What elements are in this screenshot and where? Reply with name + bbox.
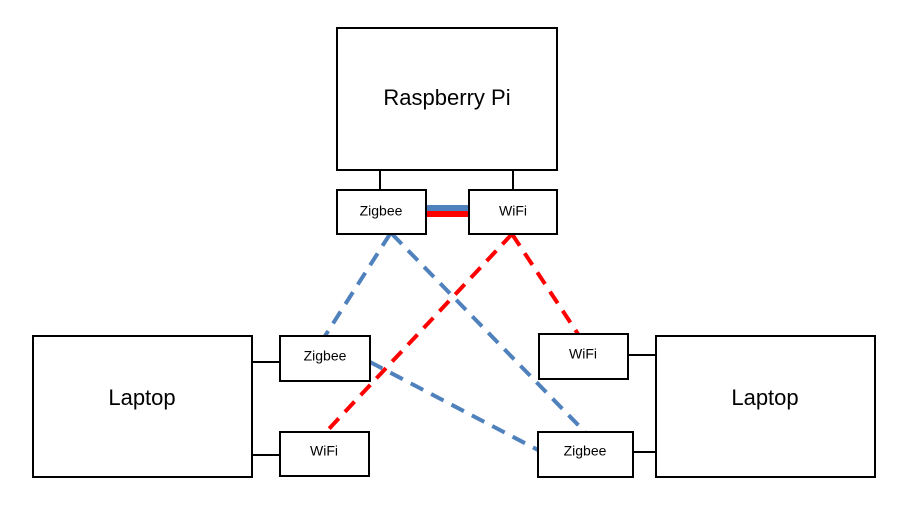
pi-wifi-label: WiFi	[499, 203, 527, 219]
right-wifi-node: WiFi	[538, 333, 629, 380]
right-zigbee-node: Zigbee	[537, 431, 634, 478]
left-zigbee-label: Zigbee	[304, 348, 347, 364]
raspberry-pi-label: Raspberry Pi	[383, 85, 510, 110]
pi-zigbee-node: Zigbee	[336, 189, 427, 235]
raspberry-pi-node: Raspberry Pi	[336, 27, 558, 171]
left-laptop-node: Laptop	[32, 335, 253, 478]
zigbee-link-left-to-right	[369, 360, 539, 452]
left-zigbee-node: Zigbee	[279, 335, 371, 382]
right-laptop-label: Laptop	[731, 385, 798, 410]
pi-radio-bridge	[426, 205, 469, 217]
device-connectors	[252, 170, 656, 456]
zigbee-link-pi-to-right	[390, 232, 587, 434]
left-wifi-label: WiFi	[310, 443, 338, 459]
pi-zigbee-label: Zigbee	[360, 203, 403, 219]
wireless-links	[323, 232, 587, 452]
pi-wifi-node: WiFi	[468, 189, 558, 235]
wifi-link-pi-to-left	[324, 232, 514, 434]
left-laptop-label: Laptop	[108, 385, 175, 410]
right-zigbee-label: Zigbee	[564, 443, 607, 459]
right-wifi-label: WiFi	[569, 346, 597, 362]
left-wifi-node: WiFi	[279, 431, 370, 477]
wifi-link-pi-to-right	[510, 232, 580, 336]
zigbee-link-pi-to-left	[323, 232, 392, 338]
right-laptop-node: Laptop	[655, 335, 876, 478]
